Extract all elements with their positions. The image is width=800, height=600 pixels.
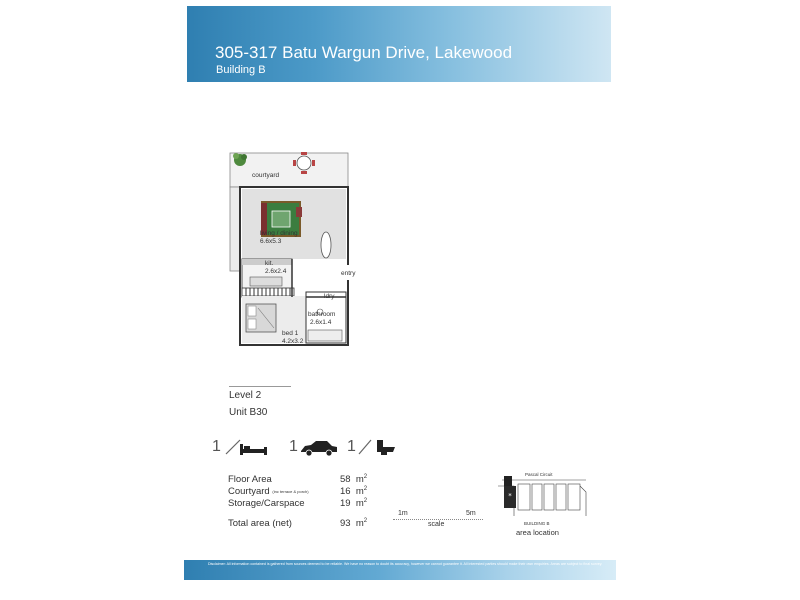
outdoor-table-icon — [296, 155, 312, 171]
car-icon — [301, 441, 337, 456]
room-dim-kitchen: 2.6x2.4 — [265, 268, 287, 275]
room-dim-living: 6.6x5.3 — [260, 238, 282, 245]
footer-banner: Disclaimer: All information contained is… — [184, 560, 616, 580]
room-label-living: living / dining — [260, 230, 298, 237]
street-label: Pascal Circuit — [525, 472, 553, 477]
courtyard-area-label: Courtyard (inc terrace & porch) — [228, 486, 309, 497]
svg-text:*: * — [508, 492, 512, 500]
page-subtitle: Building B — [216, 64, 266, 76]
room-label-entry: entry — [341, 270, 356, 277]
bathroom-count: 1 — [347, 438, 356, 455]
courtyard-area-value: 16 m2 — [340, 486, 368, 498]
bedroom-count: 1 — [212, 438, 221, 455]
toilet-icon — [358, 439, 395, 455]
bed-icon — [225, 439, 267, 455]
room-dim-bathroom: 2.6x1.4 — [310, 319, 332, 326]
floor-plan-drawing — [229, 152, 350, 346]
room-label-bed: bed 1 — [282, 330, 299, 337]
rug-icon — [261, 201, 301, 237]
floor-area-value: 58 m2 — [340, 474, 368, 486]
courtyard-side-strip — [229, 186, 241, 272]
room-label-bathroom: bathroom — [308, 311, 336, 318]
storage-area-value: 19 m2 — [340, 498, 368, 510]
disclaimer-text: Disclaimer: All information contained is… — [208, 562, 603, 566]
carspace-count: 1 — [289, 438, 298, 455]
total-area-value: 93 m2 — [340, 518, 368, 530]
location-map: * — [498, 476, 587, 516]
courtyard-area — [229, 152, 349, 188]
scale-label: scale — [428, 521, 445, 528]
page-title: 305-317 Batu Wargun Drive, Lakewood — [215, 43, 513, 62]
scale-right-label: 5m — [466, 510, 476, 517]
floor-area-label: Floor Area — [228, 474, 272, 485]
room-label-kitchen: kit. — [265, 260, 274, 267]
level-label: Level 2 — [229, 390, 262, 401]
divider — [229, 386, 291, 387]
scale-bar — [393, 519, 483, 520]
room-label-laundry: ldry — [324, 293, 335, 300]
scale-left-label: 1m — [398, 510, 408, 517]
total-area-label: Total area (net) — [228, 518, 292, 529]
building-label: BUILDING B — [524, 521, 550, 526]
room-label-courtyard: courtyard — [252, 172, 280, 179]
dining-table-icon — [320, 231, 332, 259]
area-location-label: area location — [516, 528, 559, 537]
unit-label: Unit B30 — [229, 407, 268, 418]
header-banner: 305-317 Batu Wargun Drive, Lakewood Buil… — [187, 6, 611, 82]
storage-area-label: Storage/Carspace — [228, 498, 305, 509]
room-dim-bed: 4.2x3.2 — [282, 338, 304, 345]
sofa-icon — [261, 203, 267, 235]
floor-plan: courtyard living / dining 6.6x5.3 kit. 2… — [228, 150, 358, 360]
